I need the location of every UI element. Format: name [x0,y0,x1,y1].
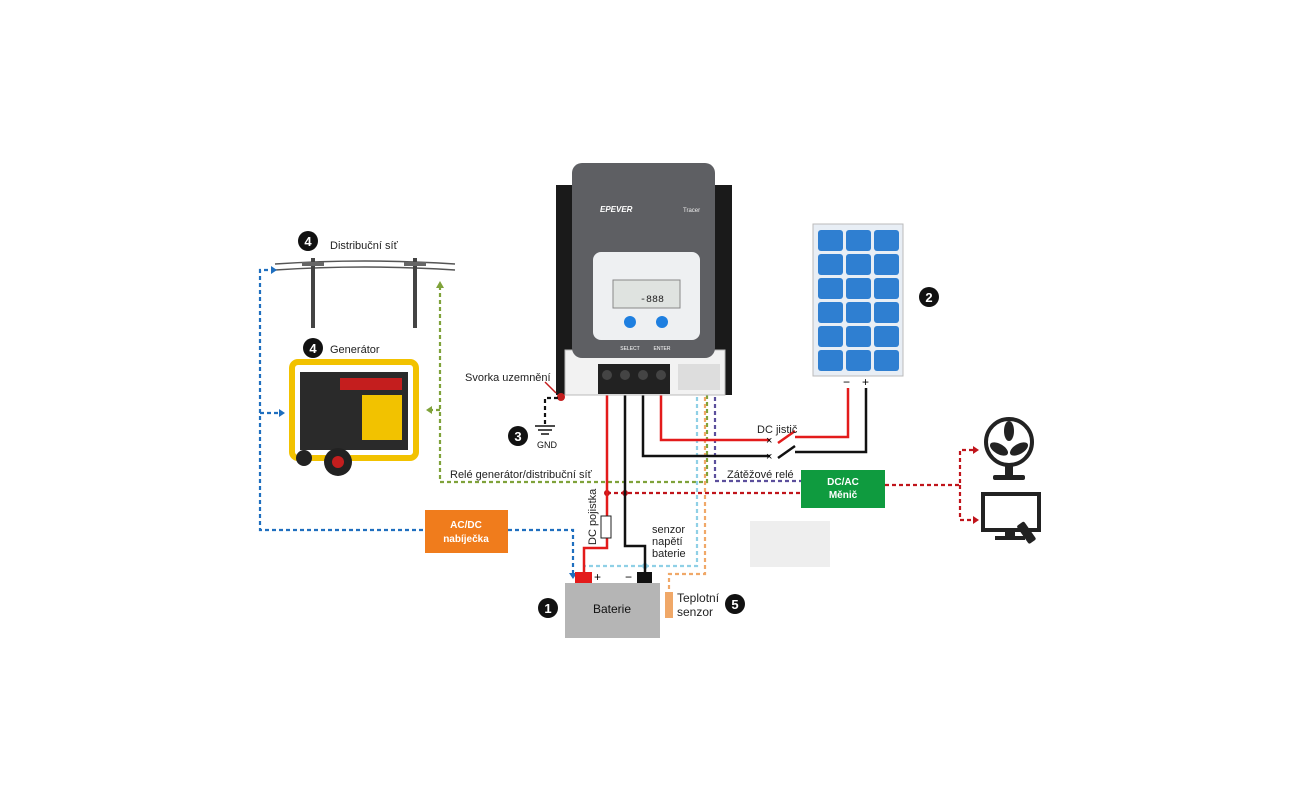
battery-plus-label: + [594,570,601,584]
solar-cell [874,230,899,251]
inverter-label: DC/AC [827,477,859,488]
enter-label: ENTER [654,346,671,352]
solar-cell [846,302,871,323]
grid-label: Distribuční síť [330,240,399,252]
solar-cell [846,254,871,275]
dc-fuse-icon [600,515,612,539]
solar-cell [874,350,899,371]
badge-battery: 1 [538,598,558,618]
svg-text:1: 1 [544,601,551,616]
model-label: Tracer [683,208,700,214]
solar-cell [846,230,871,251]
voltage-sensor-label: senzor [652,524,685,536]
ground-icon [535,425,555,435]
svg-text:5: 5 [731,597,738,612]
load-relay-label: Zátěžové relé [727,469,794,481]
battery-label: Baterie [593,602,631,616]
panel-plus-label: + [862,375,869,389]
temp-sensor-icon [665,592,673,618]
breaker-x-icon: × [766,451,772,463]
battery-positive-wire [582,380,609,574]
svg-text:3: 3 [514,429,521,444]
ground-clamp-label: Svorka uzemnění [465,372,551,384]
dc-breaker-label: DC jistič [757,424,798,436]
voltage-sense-line [585,390,699,568]
solar-cell [818,278,843,299]
solar-panel [812,223,904,377]
breaker-x-icon: × [766,435,772,447]
lcd-readout: -888 [640,295,664,306]
solar-cell [874,302,899,323]
badge-generator: 4 [303,338,323,358]
dc-fuse-label: DC pojistka [587,488,599,545]
pv-negative-wire [641,380,868,460]
solar-cell [874,278,899,299]
badge-ground: 3 [508,426,528,446]
temp-sense-line [667,390,707,590]
battery-negative-wire [623,380,647,574]
tv-icon [981,492,1041,544]
battery-negative-terminal [637,572,652,583]
solar-cell [818,230,843,251]
badge-solar: 2 [919,287,939,307]
temp-sensor-label: senzor [677,605,713,619]
solar-cell [846,326,871,347]
pv-positive-wire [659,380,850,445]
badge-grid: 4 [298,231,318,251]
distribution-grid-poles [274,258,456,328]
solar-cell [818,254,843,275]
solar-cell [818,302,843,323]
gnd-label: GND [537,440,558,450]
battery-positive-terminal [575,572,592,583]
solar-cell [818,326,843,347]
ground-clamp [557,393,565,401]
solar-cell [846,278,871,299]
battery [565,583,660,638]
svg-text:2: 2 [925,290,932,305]
voltage-sensor-label: napětí [652,536,683,548]
brand-logo: EPEVER [600,205,633,214]
charger-line [258,268,575,576]
relay-gen-grid-label: Relé generátor/distribuční síť [450,469,593,481]
charger-label: AC/DC [450,520,482,531]
solar-cell [874,326,899,347]
solar-cell [874,254,899,275]
badge-temp: 5 [725,594,745,614]
select-label: SELECT [620,346,639,352]
voltage-sensor-label: baterie [652,548,686,560]
generator-icon [289,359,419,476]
inverter-box [801,470,885,508]
solar-cell [846,350,871,371]
svg-text:4: 4 [304,234,312,249]
blank-box [750,521,830,567]
select-button[interactable] [624,316,636,328]
ground-wire [543,396,558,425]
fan-icon [984,417,1034,480]
enter-button[interactable] [656,316,668,328]
load-relay-line [713,390,801,483]
charger-label: nabíječka [443,534,489,545]
battery-minus-label: − [625,570,632,584]
ac-load-line [607,448,975,522]
temp-sensor-label: Teplotní [677,591,720,605]
panel-minus-label: − [843,375,850,389]
charge-controller: EPEVER Tracer -888 SELECT ENTER [556,163,732,401]
generator-label: Generátor [330,344,380,356]
charger-box [425,510,508,553]
svg-text:4: 4 [309,341,317,356]
solar-cell [818,350,843,371]
inverter-label: Měnič [829,490,858,501]
